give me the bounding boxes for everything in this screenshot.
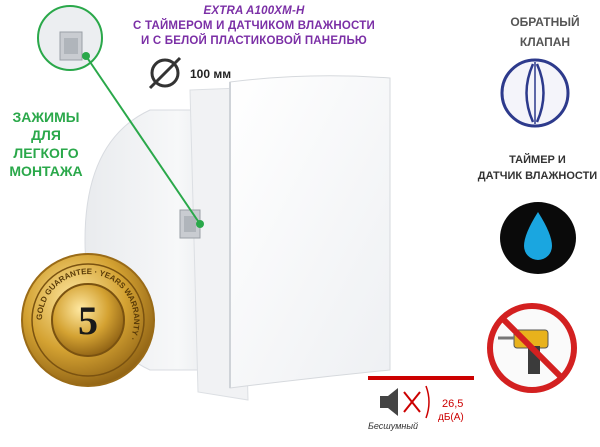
timer-humidity-label: ТАЙМЕР И ДАТЧИК ВЛАЖНОСТИ xyxy=(475,152,600,184)
warranty-years: 5 xyxy=(78,298,98,343)
valve-line-1: ОБРАТНЫЙ xyxy=(510,15,580,29)
description-line-1: С ТАЙМЕРОМ И ДАТЧИКОМ ВЛАЖНОСТИ xyxy=(133,20,375,32)
clamp-inset-image xyxy=(37,5,103,71)
model-name: EXTRA A100XM-H xyxy=(203,5,305,17)
check-valve-label: ОБРАТНЫЙ КЛАПАН xyxy=(490,12,600,52)
clamps-line-4: МОНТАЖА xyxy=(9,163,83,179)
water-drop-icon xyxy=(500,202,576,274)
warranty-medal-icon: GOLD GUARANTEE · YEARS WARRANTY · 5 xyxy=(21,253,155,387)
diameter-value: 100 мм xyxy=(190,67,232,81)
clamps-line-1: ЗАЖИМЫ xyxy=(12,109,80,125)
no-drill-icon xyxy=(487,303,577,393)
sensor-line-2: ДАТЧИК ВЛАЖНОСТИ xyxy=(477,170,598,182)
noise-level-value: 26,5 xyxy=(442,398,464,410)
description-line-2: И С БЕЛОЙ ПЛАСТИКОВОЙ ПАНЕЛЬЮ xyxy=(141,35,367,47)
product-title: EXTRA A100XM-H С ТАЙМЕРОМ И ДАТЧИКОМ ВЛА… xyxy=(118,4,390,49)
clamps-line-2: ДЛЯ xyxy=(31,127,61,143)
silent-speaker-icon xyxy=(368,376,474,419)
check-valve-icon xyxy=(500,58,570,128)
sensor-line-1: ТАЙМЕР И xyxy=(509,154,566,166)
noise-level-unit: дБ(А) xyxy=(438,412,464,423)
diameter-icon xyxy=(148,56,182,90)
clamps-label: ЗАЖИМЫ ДЛЯ ЛЕГКОГО МОНТАЖА xyxy=(2,108,90,180)
valve-line-2: КЛАПАН xyxy=(519,35,571,49)
clamps-line-3: ЛЕГКОГО xyxy=(13,145,79,161)
silent-label: Бесшумный xyxy=(368,421,418,431)
